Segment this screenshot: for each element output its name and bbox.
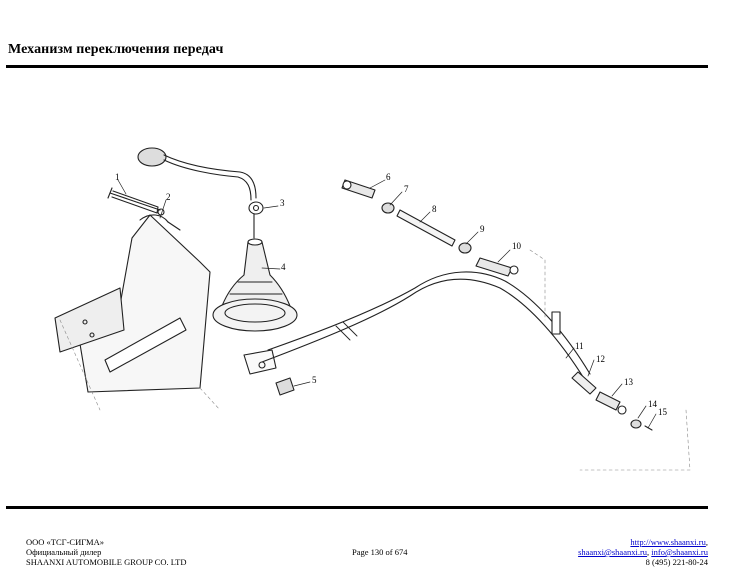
callout-3: 3 [280, 198, 285, 208]
lower-link [243, 349, 295, 396]
callout-7: 7 [404, 184, 409, 194]
shift-rod [261, 271, 597, 395]
footer-company-block: ООО «ТСГ-СИГМА» Официальный дилер SHAANX… [26, 537, 187, 567]
page-title: Механизм переключения передач [8, 42, 224, 57]
callout-15: 15 [658, 407, 668, 417]
callout-1: 1 [115, 172, 120, 182]
callout-4: 4 [281, 262, 286, 272]
lever-joint [248, 201, 264, 215]
callout-11: 11 [575, 341, 584, 351]
end-parts [595, 391, 653, 431]
callout-13: 13 [624, 377, 634, 387]
callout-6: 6 [386, 172, 391, 182]
upper-linkage [341, 179, 519, 277]
email-link-1[interactable]: shaanxi@shaanxi.ru [578, 547, 648, 557]
footer-contacts: http://www.shaanxi.ru, shaanxi@shaanxi.r… [578, 537, 708, 567]
callout-2: 2 [166, 192, 171, 202]
page-number: Page 130 of 674 [352, 547, 408, 557]
phone-number: 8 (495) 221-80-24 [645, 557, 708, 567]
bolt-part [107, 187, 165, 216]
callout-10: 10 [512, 241, 522, 251]
footer-group: SHAANXI AUTOMOBILE GROUP CO. LTD [26, 557, 187, 567]
email-link-2[interactable]: info@shaanxi.ru [651, 547, 708, 557]
callout-12: 12 [596, 354, 605, 364]
callout-9: 9 [480, 224, 485, 234]
footer-rule [6, 506, 708, 509]
gear-shift-diagram: 1 2 3 4 5 6 7 8 9 10 11 12 13 14 15 [54, 147, 691, 471]
callout-8: 8 [432, 204, 437, 214]
shift-lever [137, 147, 257, 239]
footer-dealer: Официальный дилер [26, 547, 102, 557]
rubber-boot [212, 238, 298, 332]
callout-5: 5 [312, 375, 317, 385]
footer-company: ООО «ТСГ-СИГМА» [26, 537, 104, 547]
mounting-bracket [54, 214, 211, 393]
callout-14: 14 [648, 399, 658, 409]
header-rule [6, 65, 708, 68]
website-link[interactable]: http://www.shaanxi.ru [630, 537, 706, 547]
